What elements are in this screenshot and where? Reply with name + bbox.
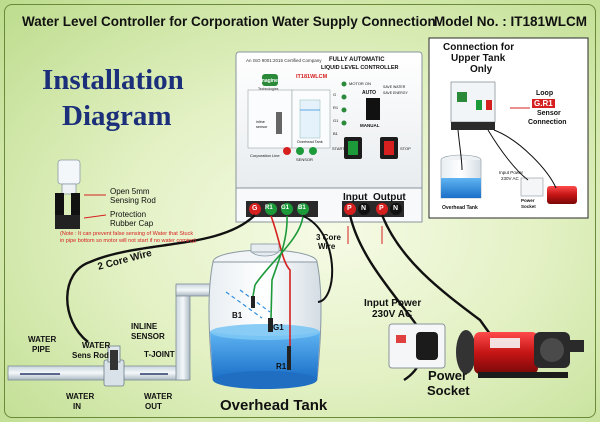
water-pipe: [7, 283, 237, 387]
inline-sensor-label-2: SENSOR: [131, 332, 165, 341]
output-label: Output: [373, 192, 406, 203]
three-core-label-2: Wire: [318, 242, 336, 251]
t-joint-label: T-JOINT: [144, 350, 175, 359]
level-g1: G1: [333, 118, 339, 123]
save-energy: SAVE ENERGY: [383, 91, 408, 95]
overhead-tank-label: Overhead Tank: [220, 397, 328, 414]
wiring: [66, 214, 491, 382]
terminal-b1: B1: [298, 205, 306, 211]
inset-title-1: Connection for: [443, 42, 515, 53]
tank-g1-label: G1: [273, 323, 284, 332]
inset-loop-code: G.R1: [532, 99, 555, 108]
open-rod-label-2: Sensing Rod: [110, 196, 156, 205]
installation-title: Installation: [42, 64, 184, 96]
start-label: START: [332, 146, 345, 151]
sensor-label-small: sensor: [256, 125, 268, 129]
tank-b1-label: B1: [232, 311, 243, 320]
input-n: N: [361, 205, 367, 212]
overhead-tank: [208, 243, 322, 389]
header-title: Water Level Controller for Corporation W…: [22, 14, 436, 29]
controller-title-2: LIQUID LEVEL CONTROLLER: [321, 65, 399, 71]
model-number: Model No. : IT181WLCM: [434, 14, 587, 29]
inset-overhead-label: Overhead Tank: [442, 205, 478, 211]
corp-line-label: Corporation Line: [250, 153, 280, 158]
brand-logo: Imagine: [259, 78, 278, 84]
water-out-label-1: WATER: [144, 392, 173, 401]
auto-label: AUTO: [362, 90, 377, 96]
level-r1: R1: [333, 105, 339, 110]
inline-sensor-label-1: INLINE: [131, 322, 158, 331]
rod-note-2: in pipe bottom so motor will not start i…: [60, 238, 197, 244]
power-socket: [388, 323, 446, 369]
brand-sub: Technologies: [258, 87, 279, 91]
inset-title-2: Upper Tank: [451, 53, 506, 64]
motor-pump: [456, 330, 584, 378]
input-label: Input: [343, 192, 368, 203]
inset-loop-label: Loop: [536, 90, 554, 97]
inset-socket-2: Socket: [521, 204, 536, 209]
diagram-title: Diagram: [62, 100, 172, 132]
inset-panel: [428, 37, 589, 219]
water-pipe-label-2: PIPE: [32, 345, 51, 354]
controller-model: IT181WLCM: [296, 74, 328, 80]
three-core-label-1: 3 Core: [316, 233, 341, 242]
tank-r1-label: R1: [276, 362, 287, 371]
water-pipe-label-1: WATER: [28, 335, 57, 344]
power-socket-label-2: Socket: [427, 383, 470, 398]
sens-rod-label-2: Sens Rod: [72, 351, 109, 360]
input-p: P: [347, 205, 352, 212]
controller-title-1: FULLY AUTOMATIC: [329, 57, 385, 63]
water-in-label-1: WATER: [66, 392, 95, 401]
overhead-small: Overhead Tank: [297, 140, 323, 144]
output-p: P: [379, 205, 384, 212]
terminal-r1: R1: [265, 205, 273, 211]
cap-label: Protection: [110, 210, 147, 219]
terminal-row: [246, 201, 404, 217]
output-n: N: [393, 205, 399, 212]
power-socket-label-1: Power: [428, 368, 468, 383]
stop-label: STOP: [400, 146, 411, 151]
rod-note-1: (Note : It can prevent false sensing of …: [60, 231, 194, 237]
water-out-label-2: OUT: [145, 402, 162, 411]
motor-on-label: MOTOR ON: [349, 81, 371, 86]
inset-socket-1: Power: [521, 198, 535, 203]
inset-input-power-2: 230V AC: [501, 176, 519, 181]
level-b1: B1: [333, 131, 338, 136]
manual-label: MANUAL: [360, 123, 380, 128]
input-power-label-2: 230V AC: [372, 309, 413, 320]
sensing-rod-illustration: [55, 159, 107, 229]
cap-label-2: Rubber Cap: [110, 219, 154, 228]
outer-frame: [4, 4, 596, 418]
level-g: G: [333, 92, 337, 97]
inline-label: inline: [256, 120, 265, 124]
water-in-label-2: IN: [73, 402, 81, 411]
save-water: SAVE WATER: [383, 85, 406, 89]
inset-connection-label: Connection: [528, 119, 567, 126]
inset-title-3: Only: [470, 64, 493, 75]
iso-text: An ISO 9001:2015 Certified Company: [246, 58, 322, 63]
open-rod-label: Open 5mm: [110, 187, 150, 196]
terminal-g1: G1: [281, 205, 290, 211]
sensor-small: SENSOR: [296, 157, 313, 162]
terminal-g: G: [252, 205, 258, 212]
sens-rod-label-1: WATER: [82, 341, 111, 350]
inset-sensor-label: Sensor: [537, 110, 561, 117]
inset-input-power-1: Input Power: [499, 170, 524, 175]
input-power-label-1: Input Power: [364, 298, 422, 309]
